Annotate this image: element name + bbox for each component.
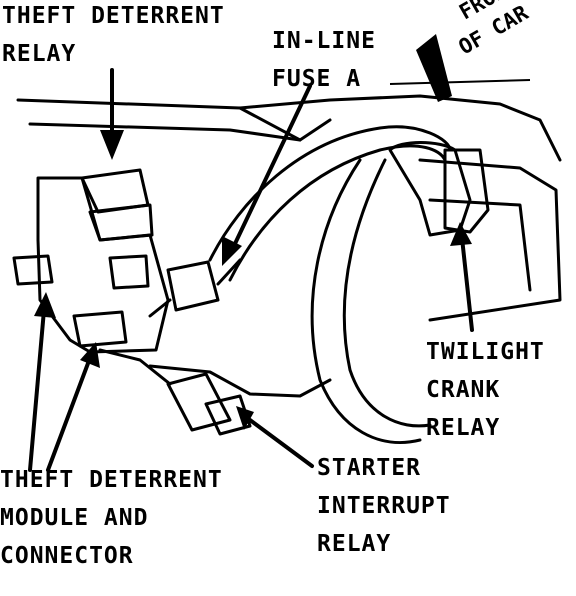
arrow-module-b <box>46 356 92 472</box>
label-line: THEFT DETERRENT <box>2 3 225 29</box>
arrowhead-twilight <box>450 222 472 246</box>
side-panel <box>418 158 562 322</box>
label-theft-deterrent-module: THEFT DETERRENT MODULE AND CONNECTOR <box>0 461 223 575</box>
harness-outer <box>208 125 452 262</box>
label-line: RELAY <box>317 531 392 557</box>
label-inline-fuse: IN-LINE FUSE A <box>272 22 376 98</box>
harness-down-outer <box>310 158 422 444</box>
module-housing <box>36 176 170 354</box>
arrowhead-theft-relay <box>100 130 124 160</box>
module-connector <box>72 310 128 348</box>
harness-down-inner <box>342 158 432 428</box>
lower-bracket <box>148 364 332 398</box>
label-line: CRANK <box>426 377 501 403</box>
front-arrow <box>416 34 452 102</box>
label-line: RELAY <box>2 41 77 67</box>
module-relay <box>108 254 150 290</box>
label-twilight-crank-relay: TWILIGHT CRANK RELAY <box>426 333 545 447</box>
harness-inner <box>228 144 447 282</box>
label-line: CONNECTOR <box>0 543 134 569</box>
label-line: TWILIGHT <box>426 339 545 365</box>
label-line: MODULE AND <box>0 505 149 531</box>
label-line: FUSE A <box>272 66 362 92</box>
label-line: RELAY <box>426 415 501 441</box>
arrowhead-module-a <box>34 292 56 318</box>
cowl-edge <box>238 106 302 142</box>
label-starter-interrupt-relay: STARTER INTERRUPT RELAY <box>317 449 451 563</box>
harness-bundle <box>388 141 472 237</box>
arrowhead-starter <box>236 406 254 430</box>
arrow-module-a <box>28 308 46 472</box>
label-line: INTERRUPT <box>317 493 451 519</box>
twilight-relay-body <box>443 148 490 234</box>
arrow-inline-fuse <box>230 84 312 252</box>
cowl-panel-lower <box>28 118 332 142</box>
label-line: STARTER <box>317 455 421 481</box>
arrow-twilight <box>460 236 474 332</box>
module-wires <box>98 348 172 386</box>
label-theft-deterrent-relay: THEFT DETERRENT RELAY <box>2 0 225 73</box>
inline-fuse-wire <box>148 258 242 318</box>
arrowhead-inline-fuse <box>222 236 242 266</box>
side-panel-inner <box>428 198 532 292</box>
front-arrow-line <box>389 79 531 85</box>
module-bracket <box>12 254 54 286</box>
label-line: THEFT DETERRENT <box>0 467 223 493</box>
inline-fuse-body <box>166 260 220 312</box>
starter-relay-body <box>166 372 232 432</box>
label-line: IN-LINE <box>272 28 376 54</box>
arrowhead-module-b <box>80 342 100 368</box>
arrow-starter <box>248 418 314 468</box>
starter-relay-connector <box>204 394 252 436</box>
